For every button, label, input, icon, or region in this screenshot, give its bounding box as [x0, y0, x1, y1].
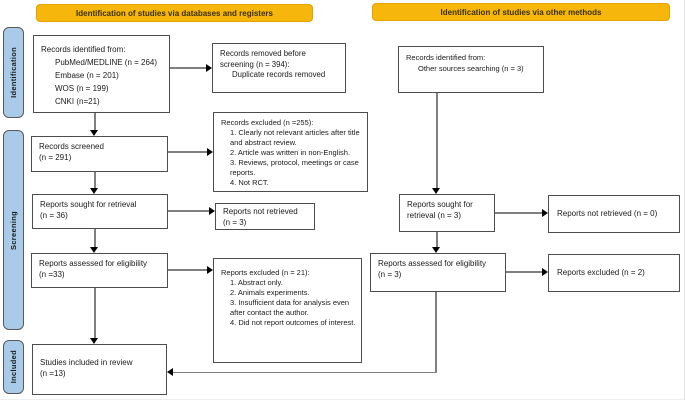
- arrowhead-right-icon: [209, 207, 215, 215]
- source-count: CNKI (n=21): [55, 97, 100, 106]
- stage-identification-label: Identification: [9, 47, 18, 98]
- box-reports-not-retrieved-other: Reports not retrieved (n = 0): [548, 195, 680, 233]
- box-count: (n =13): [40, 368, 66, 378]
- stage-included-label: Included: [9, 350, 18, 384]
- exclusion-reason: 2. Animals experiments.: [230, 288, 310, 297]
- source-count: Other sources searching (n = 3): [418, 63, 524, 73]
- arrowhead-right-icon: [206, 64, 212, 72]
- box-count: (n = 3): [223, 217, 247, 227]
- source-count: PubMed/MEDLINE (n = 264): [55, 58, 158, 67]
- stage-screening-label: Screening: [9, 210, 18, 250]
- arrowhead-right-icon: [542, 209, 548, 217]
- arrowhead-down-icon: [90, 247, 98, 253]
- box-reports-excluded-other: Reports excluded (n = 2): [548, 254, 680, 292]
- arrowhead-right-icon: [207, 148, 213, 156]
- arrowhead-right-icon: [542, 268, 548, 276]
- box-records-removed: Records removed before screening (n = 39…: [212, 43, 346, 93]
- box-title: Records identified from:: [406, 53, 486, 62]
- arrow-line: [94, 113, 96, 132]
- arrowhead-down-icon: [90, 338, 98, 344]
- stage-included: Included: [3, 340, 24, 394]
- exclusion-reason: 1. Clearly not relevant articles after t…: [230, 128, 360, 147]
- arrow-line: [173, 371, 436, 373]
- box-reports-sought-databases: Reports sought for retrieval (n = 36): [32, 194, 168, 229]
- source-count: Embase (n = 201): [55, 71, 119, 80]
- box-title: Reports excluded (n = 21):: [221, 268, 310, 277]
- exclusion-reason: 2. Article was written in non-English.: [230, 148, 351, 157]
- header-other-methods-label: Identification of studies via other meth…: [440, 7, 602, 17]
- box-line: Studies included in review: [40, 358, 133, 367]
- box-count: retrieval (n = 3): [407, 210, 462, 220]
- box-records-identified-other: Records identified from: Other sources s…: [398, 46, 544, 93]
- box-reports-excluded-databases: Reports excluded (n = 21): 1. Abstract o…: [213, 258, 362, 363]
- exclusion-reason: 3. Reviews, protocol, meetings or case r…: [230, 158, 359, 177]
- removal-reason: Duplicate records removed: [232, 70, 326, 79]
- box-line: Reports sought for retrieval: [40, 200, 137, 209]
- stage-identification: Identification: [3, 27, 24, 118]
- arrowhead-down-icon: [432, 188, 440, 194]
- box-records-identified-databases: Records identified from: PubMed/MEDLINE …: [33, 35, 170, 113]
- box-count: (n =33): [39, 269, 65, 279]
- box-records-screened: Records screened (n = 291): [31, 136, 168, 172]
- arrowhead-right-icon: [207, 266, 213, 274]
- arrow-line: [168, 151, 208, 153]
- box-line: Reports not retrieved: [223, 207, 298, 216]
- box-reports-not-retrieved-databases: Reports not retrieved (n = 3): [215, 203, 315, 230]
- box-reports-assessed-other: Reports assessed for eligibility (n = 3): [370, 253, 506, 292]
- arrow-line: [168, 210, 210, 212]
- arrow-line: [506, 271, 543, 273]
- exclusion-reason: 4. Did not report outcomes of interest.: [230, 318, 356, 327]
- header-databases-registers: Identification of studies via databases …: [36, 4, 313, 22]
- arrowhead-down-icon: [432, 247, 440, 253]
- box-line: Reports assessed for eligibility: [39, 259, 148, 268]
- box-count: (n = 3): [378, 269, 402, 279]
- box-line: Reports not retrieved (n = 0): [557, 208, 658, 218]
- arrow-line: [170, 67, 207, 69]
- arrow-line: [495, 212, 543, 214]
- box-reports-assessed-databases: Reports assessed for eligibility (n =33): [31, 253, 168, 288]
- arrowhead-left-icon: [167, 368, 173, 376]
- box-count: (n = 291): [39, 152, 72, 162]
- arrow-line: [436, 93, 438, 189]
- arrowhead-down-icon: [90, 188, 98, 194]
- box-records-excluded: Records excluded (n =255): 1. Clearly no…: [213, 112, 368, 192]
- exclusion-reason: 1. Abstract only.: [230, 278, 283, 287]
- exclusion-reason: 4. Not RCT.: [230, 178, 269, 187]
- arrow-line: [168, 269, 208, 271]
- header-other-methods: Identification of studies via other meth…: [372, 3, 670, 21]
- box-line: Records removed before screening (n = 39…: [220, 49, 306, 69]
- header-databases-label: Identification of studies via databases …: [76, 8, 273, 18]
- stage-screening: Screening: [3, 130, 24, 330]
- box-count: (n = 36): [40, 210, 68, 220]
- box-title: Records excluded (n =255):: [221, 118, 314, 127]
- arrow-line: [435, 292, 437, 373]
- source-count: WOS (n = 199): [55, 84, 109, 93]
- box-line: Reports excluded (n = 2): [557, 267, 645, 277]
- box-line: Reports assessed for eligibility: [378, 259, 487, 268]
- exclusion-reason: 3. Insufficient data for analysis even a…: [230, 298, 350, 317]
- arrow-line: [94, 229, 96, 248]
- box-reports-sought-other: Reports sought for retrieval (n = 3): [399, 194, 495, 232]
- arrow-line: [436, 232, 438, 248]
- arrow-line: [94, 288, 96, 339]
- box-line: Reports sought for: [407, 200, 473, 209]
- arrow-line: [94, 172, 96, 188]
- arrowhead-down-icon: [90, 130, 98, 136]
- box-studies-included: Studies included in review (n =13): [32, 344, 167, 395]
- box-title: Records identified from:: [41, 45, 126, 54]
- box-line: Records screened: [39, 142, 104, 151]
